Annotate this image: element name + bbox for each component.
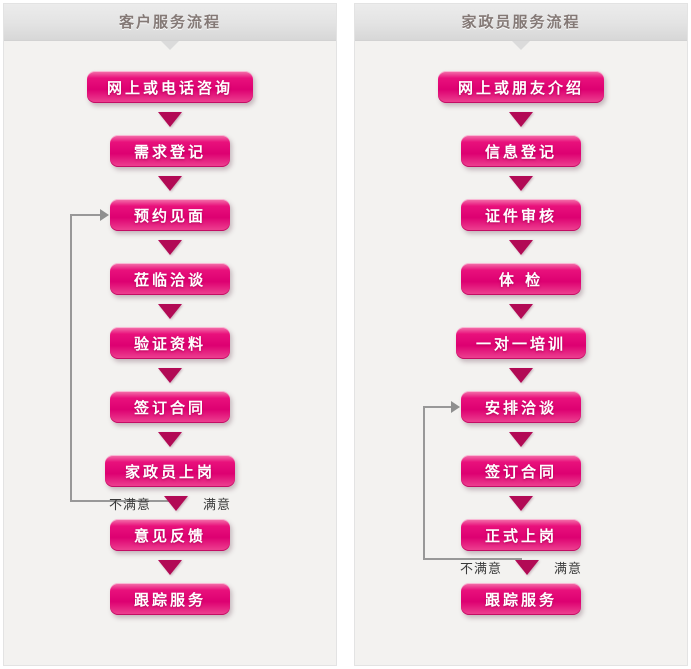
satisfied-label: 满意 bbox=[554, 561, 583, 577]
customer-flow-panel: 客户服务流程 网上或电话咨询 需求登记 预约见面 莅临洽谈 验证资料 签订合同 … bbox=[3, 3, 337, 666]
loop-vertical-line bbox=[423, 406, 425, 560]
arrow-row bbox=[509, 295, 533, 327]
flow-step-button: 信息登记 bbox=[461, 135, 581, 167]
down-arrow-icon bbox=[515, 559, 539, 575]
satisfied-label: 满意 bbox=[203, 497, 232, 513]
down-arrow-icon bbox=[509, 303, 533, 319]
flow-row: 签订合同 bbox=[110, 391, 230, 423]
down-arrow-icon bbox=[509, 431, 533, 447]
down-arrow-icon bbox=[158, 175, 182, 191]
right-arrow-icon bbox=[100, 209, 109, 221]
loop-horizontal-line bbox=[423, 406, 451, 408]
down-arrow-icon bbox=[509, 239, 533, 255]
panel-header: 客户服务流程 bbox=[4, 4, 336, 50]
arrow-row bbox=[158, 231, 182, 263]
flow-step-button: 需求登记 bbox=[110, 135, 230, 167]
flow-step-button: 一对一培训 bbox=[455, 327, 586, 359]
flow-step-button: 证件审核 bbox=[461, 199, 581, 231]
flow-step-button: 意见反馈 bbox=[110, 519, 230, 551]
branch-row: 不满意 满意 bbox=[109, 487, 231, 519]
panel-header: 家政员服务流程 bbox=[355, 4, 687, 50]
flow-row: 跟踪服务 bbox=[461, 583, 581, 615]
panel-title: 客户服务流程 bbox=[118, 13, 221, 31]
down-arrow-icon bbox=[158, 239, 182, 255]
unsatisfied-label: 不满意 bbox=[459, 561, 502, 577]
flow-row: 一对一培训 bbox=[455, 327, 586, 359]
down-arrow-icon bbox=[509, 367, 533, 383]
right-arrow-icon bbox=[451, 401, 460, 413]
flow-row: 跟踪服务 bbox=[110, 583, 230, 615]
arrow-row bbox=[509, 167, 533, 199]
flow-row: 签订合同 bbox=[461, 455, 581, 487]
unsatisfied-label: 不满意 bbox=[108, 497, 151, 513]
down-arrow-icon bbox=[158, 559, 182, 575]
down-arrow-icon bbox=[158, 431, 182, 447]
flow-step-button: 安排洽谈 bbox=[461, 391, 581, 423]
arrow-row bbox=[158, 423, 182, 455]
flow-row: 安排洽谈 bbox=[461, 391, 581, 423]
arrow-row bbox=[158, 551, 182, 583]
loop-horizontal-line bbox=[70, 500, 171, 502]
flow-step-button: 正式上岗 bbox=[461, 519, 581, 551]
flow-row: 需求登记 bbox=[110, 135, 230, 167]
flow-step-button: 网上或电话咨询 bbox=[86, 71, 253, 103]
arrow-row bbox=[509, 359, 533, 391]
loop-horizontal-line bbox=[423, 558, 522, 560]
flow-column: 网上或朋友介绍 信息登记 证件审核 体 检 一对一培训 安排洽谈 签订合同 正式… bbox=[355, 41, 687, 615]
housekeeper-flow-panel: 家政员服务流程 网上或朋友介绍 信息登记 证件审核 体 检 一对一培训 安排洽谈… bbox=[354, 3, 688, 666]
flow-step-button: 家政员上岗 bbox=[104, 455, 235, 487]
branch-row: 不满意 满意 bbox=[460, 551, 582, 583]
flow-step-button: 验证资料 bbox=[110, 327, 230, 359]
flow-row: 网上或电话咨询 bbox=[86, 71, 253, 103]
down-arrow-icon bbox=[509, 495, 533, 511]
flow-row: 家政员上岗 bbox=[104, 455, 235, 487]
flow-row: 证件审核 bbox=[461, 199, 581, 231]
arrow-row bbox=[158, 167, 182, 199]
flow-row: 预约见面 bbox=[110, 199, 230, 231]
flow-row: 意见反馈 bbox=[110, 519, 230, 551]
flow-row: 信息登记 bbox=[461, 135, 581, 167]
down-arrow-icon bbox=[158, 367, 182, 383]
arrow-row bbox=[509, 487, 533, 519]
arrow-row bbox=[158, 359, 182, 391]
flow-row: 正式上岗 bbox=[461, 519, 581, 551]
down-arrow-icon bbox=[509, 111, 533, 127]
flow-step-button: 跟踪服务 bbox=[461, 583, 581, 615]
flow-step-button: 签订合同 bbox=[461, 455, 581, 487]
flow-step-button: 预约见面 bbox=[110, 199, 230, 231]
flow-step-button: 网上或朋友介绍 bbox=[437, 71, 604, 103]
down-arrow-icon bbox=[158, 303, 182, 319]
loop-horizontal-line bbox=[70, 214, 100, 216]
arrow-row bbox=[509, 103, 533, 135]
down-arrow-icon bbox=[509, 175, 533, 191]
arrow-row bbox=[158, 103, 182, 135]
flow-row: 网上或朋友介绍 bbox=[437, 71, 604, 103]
arrow-row bbox=[158, 295, 182, 327]
flow-step-button: 体 检 bbox=[461, 263, 581, 295]
flow-row: 验证资料 bbox=[110, 327, 230, 359]
arrow-row bbox=[509, 231, 533, 263]
flow-row: 莅临洽谈 bbox=[110, 263, 230, 295]
header-notch bbox=[161, 41, 179, 50]
down-arrow-icon bbox=[158, 111, 182, 127]
flow-step-button: 跟踪服务 bbox=[110, 583, 230, 615]
flow-column: 网上或电话咨询 需求登记 预约见面 莅临洽谈 验证资料 签订合同 家政员上岗 不… bbox=[4, 41, 336, 615]
flow-step-button: 莅临洽谈 bbox=[110, 263, 230, 295]
loop-vertical-line bbox=[70, 214, 72, 502]
flow-row: 体 检 bbox=[461, 263, 581, 295]
down-arrow-icon bbox=[164, 495, 188, 511]
panel-title: 家政员服务流程 bbox=[461, 13, 581, 31]
flow-step-button: 签订合同 bbox=[110, 391, 230, 423]
arrow-row bbox=[509, 423, 533, 455]
header-notch bbox=[512, 41, 530, 50]
